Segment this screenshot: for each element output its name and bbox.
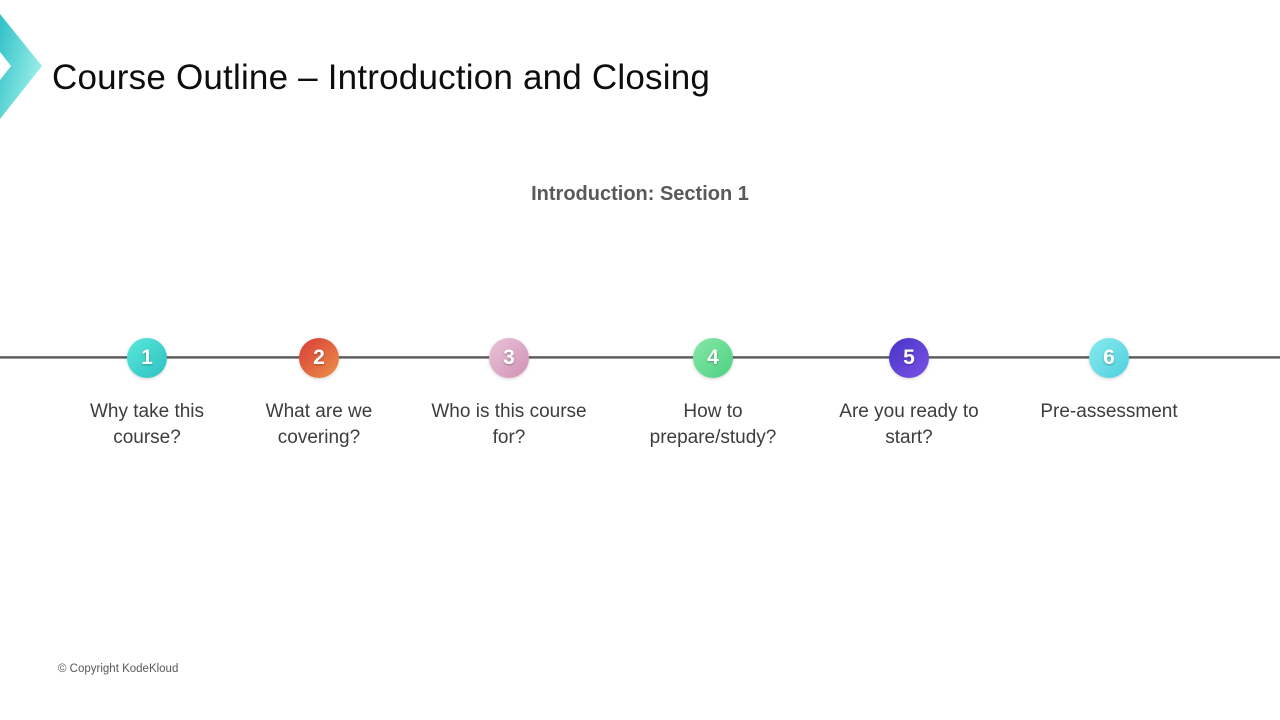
timeline-step-number: 4: [707, 346, 719, 369]
kodekloud-chevron-icon: [0, 14, 42, 119]
timeline-step-number: 6: [1103, 346, 1115, 369]
timeline-step-badge-6: 6: [1089, 338, 1129, 378]
timeline-step-label: Pre-assessment: [1040, 401, 1178, 422]
timeline-step-label: Are you ready to start?: [839, 401, 979, 448]
timeline-step-badge-1: 1: [127, 338, 167, 378]
timeline-step-number: 5: [903, 346, 915, 369]
section-subtitle: Introduction: Section 1: [531, 183, 749, 205]
timeline-step-number: 3: [503, 346, 515, 369]
timeline-step-badge-2: 2: [299, 338, 339, 378]
timeline-step-label: Why take this course?: [89, 401, 205, 448]
timeline-step-number: 1: [141, 346, 153, 369]
timeline-axis-line: [0, 356, 1280, 359]
timeline-step-badge-3: 3: [489, 338, 529, 378]
timeline-step-label: Who is this course for?: [431, 401, 587, 448]
timeline-step-badge-5: 5: [889, 338, 929, 378]
timeline-step-label: What are we covering?: [265, 401, 373, 448]
timeline-step-badge-4: 4: [693, 338, 733, 378]
page-title: Course Outline – Introduction and Closin…: [52, 58, 711, 97]
timeline-step-number: 2: [313, 346, 325, 369]
timeline-step-label: How to prepare/study?: [649, 401, 777, 448]
copyright-text: © Copyright KodeKloud: [58, 663, 179, 675]
